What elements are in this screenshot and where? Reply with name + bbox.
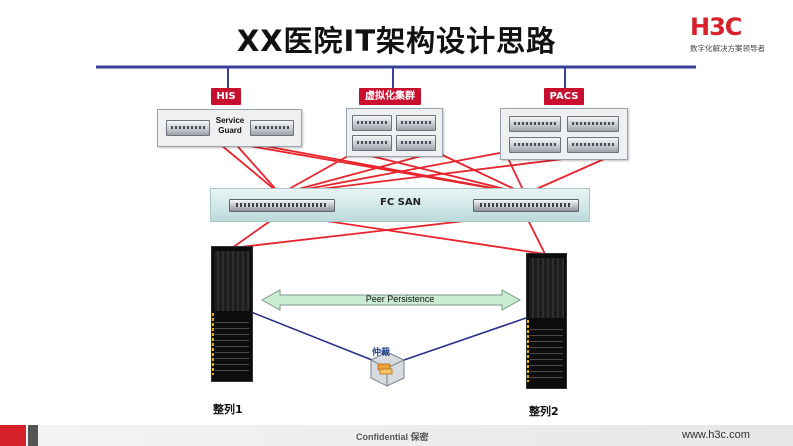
fc-san-label: FC SAN	[380, 197, 421, 208]
arbiter-icon	[370, 351, 405, 387]
footer-grey-block	[28, 425, 38, 446]
virt-server-2	[396, 115, 436, 131]
pacs-label: PACS	[544, 88, 584, 105]
arbiter-links	[250, 311, 527, 361]
array-2-label: 整列2	[529, 405, 559, 418]
service-guard-label: Service Guard	[215, 116, 245, 135]
pacs-server-1	[509, 116, 561, 132]
his-label: HIS	[211, 88, 241, 105]
pacs-server-group	[500, 108, 628, 160]
pacs-server-3	[509, 137, 561, 153]
footer-bar	[0, 425, 793, 446]
peer-persistence-arrow	[260, 289, 522, 311]
fc-switch-2	[473, 199, 579, 212]
array-2-status-stripe	[527, 320, 529, 382]
logo-tagline: 数字化解决方案领导者	[690, 44, 765, 53]
footer-url: www.h3c.com	[682, 429, 750, 441]
virt-server-3	[352, 135, 392, 151]
virt-server-4	[396, 135, 436, 151]
his-server-1	[166, 120, 210, 136]
array-1-status-stripe	[212, 313, 214, 375]
page-title: XX医院IT架构设计思路	[236, 24, 557, 58]
his-server-group	[157, 109, 302, 147]
storage-array-1	[211, 246, 253, 382]
h3c-logo: H3C 数字化解决方案领导者	[690, 14, 780, 54]
fc-server-links	[214, 139, 621, 195]
virtualization-cluster-label: 虚拟化集群	[359, 88, 421, 105]
array-1-label: 整列1	[213, 403, 243, 416]
virt-server-1	[352, 115, 392, 131]
storage-array-2	[526, 253, 567, 389]
pacs-server-4	[567, 137, 619, 153]
arbiter-label: 仲裁	[372, 348, 391, 358]
fc-switch-1	[229, 199, 335, 212]
peer-persistence-label: Peer Persistence	[365, 294, 435, 304]
array-1-drive-shelf	[215, 317, 249, 375]
pacs-server-2	[567, 116, 619, 132]
footer-red-block	[0, 425, 26, 446]
logo-mark: H3C	[690, 13, 742, 41]
his-server-2	[250, 120, 294, 136]
virtualization-server-group	[346, 108, 443, 157]
array-2-drive-shelf	[530, 324, 563, 382]
footer-confidential: Confidential 保密	[356, 432, 429, 442]
